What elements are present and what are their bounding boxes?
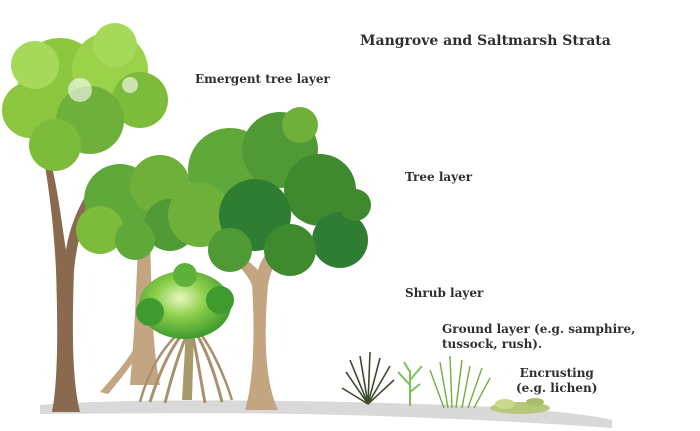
- ground-layer-line2: tussock, rush).: [442, 337, 543, 351]
- encrusting-line2: (e.g. lichen): [516, 381, 598, 395]
- encrusting-line1: Encrusting: [519, 366, 594, 380]
- diagram-title: Mangrove and Saltmarsh Strata: [360, 33, 611, 49]
- ground-layer-line1: Ground layer (e.g. samphire,: [442, 322, 636, 336]
- emergent-tree-trunk: [44, 158, 106, 412]
- emergent-tree: [2, 23, 168, 412]
- ground-strip: [40, 400, 612, 428]
- label-shrub-layer: Shrub layer: [405, 286, 484, 300]
- rush-plant: [429, 355, 491, 409]
- label-ground-layer: Ground layer (e.g. samphire, tussock, ru…: [442, 322, 635, 352]
- label-tree-layer: Tree layer: [405, 170, 473, 184]
- label-emergent-tree-layer: Emergent tree layer: [195, 72, 330, 86]
- main-tree-trunk: [210, 230, 304, 410]
- lichen-patch: [490, 398, 550, 414]
- shrub-canopy: [139, 271, 231, 339]
- tussock-plant: [341, 351, 395, 405]
- mangrove-shrub: [136, 263, 234, 404]
- label-encrusting: Encrusting (e.g. lichen): [516, 366, 597, 396]
- back-tree: [76, 155, 196, 394]
- main-tree: [168, 107, 371, 410]
- samphire-plant: [397, 361, 423, 406]
